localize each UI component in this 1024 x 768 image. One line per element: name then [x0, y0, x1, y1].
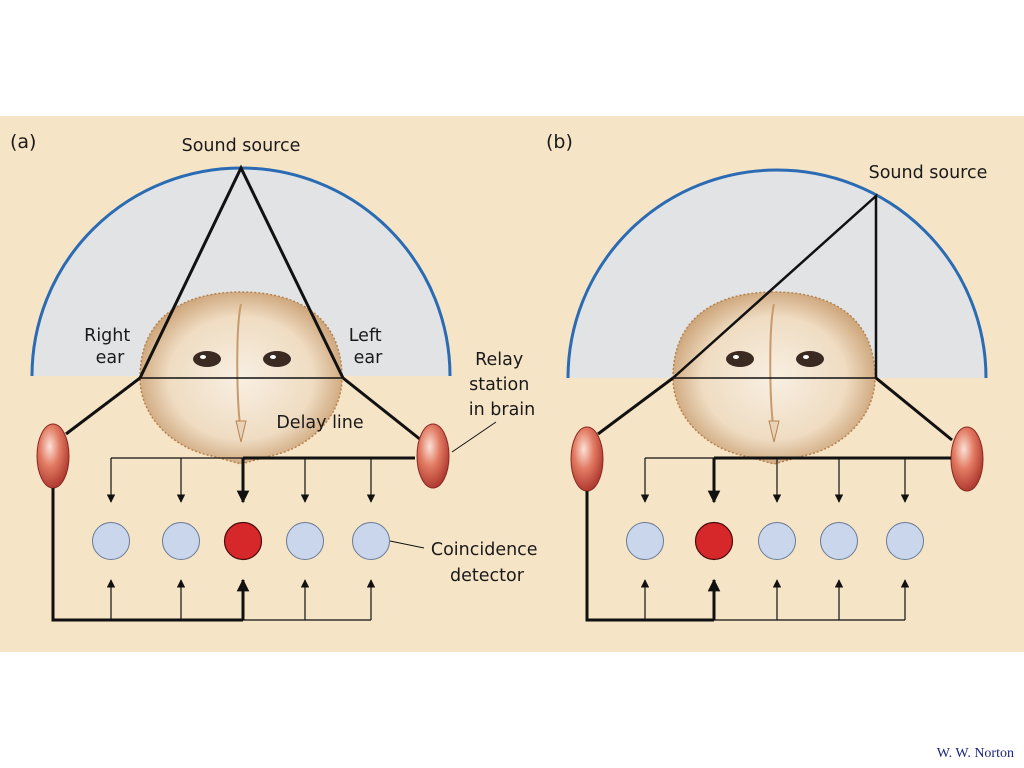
panel-a-left-relay-node [416, 423, 450, 489]
panel-b-hemisphere-outline [566, 168, 988, 379]
panel-b-sound-source-label: Sound source [869, 163, 988, 183]
panel-a: (a) [10, 131, 543, 622]
owl-beak-icon [235, 420, 247, 443]
owl-eye-icon [193, 351, 221, 367]
panel-a-hemisphere [32, 168, 450, 376]
panel-a-label: (a) [10, 131, 36, 153]
panel-b-detector [758, 522, 796, 560]
panel-b-right-relay-node [570, 426, 604, 492]
publisher-credit: W. W. Norton [936, 746, 1014, 761]
panel-b-hemisphere [568, 170, 986, 378]
panel-b-detector-active [694, 521, 734, 561]
delay-line-label: Delay line [276, 413, 363, 433]
panel-b-detector [886, 522, 924, 560]
panel-b: (b) [546, 131, 988, 622]
owl-eye-icon [796, 351, 824, 367]
owl-eye-icon [726, 351, 754, 367]
owl-eye-icon [263, 351, 291, 367]
panel-b-sound-path [672, 193, 878, 379]
panel-a-detector [352, 522, 390, 560]
panel-a-detector-active [223, 521, 263, 561]
owl-beak-icon [768, 420, 780, 443]
panel-a-sound-path [138, 164, 345, 379]
panel-b-detector [820, 522, 858, 560]
coincidence-detector-label: Coincidence detector [431, 540, 543, 586]
relay-station-label: Relay station in brain [469, 350, 536, 420]
panel-a-detector [286, 522, 324, 560]
panel-a-detector [162, 522, 200, 560]
panel-b-label: (b) [546, 131, 573, 153]
panel-b-detector [626, 522, 664, 560]
panel-b-left-relay-node [950, 426, 984, 492]
owl-sound-localization-figure: (a) [0, 116, 1024, 652]
panel-a-detector [92, 522, 130, 560]
right-ear-label: Right ear [84, 326, 136, 368]
panel-a-sound-source-label: Sound source [182, 136, 301, 156]
panel-a-right-relay-node [36, 423, 70, 489]
left-ear-label: Left ear [349, 326, 388, 368]
